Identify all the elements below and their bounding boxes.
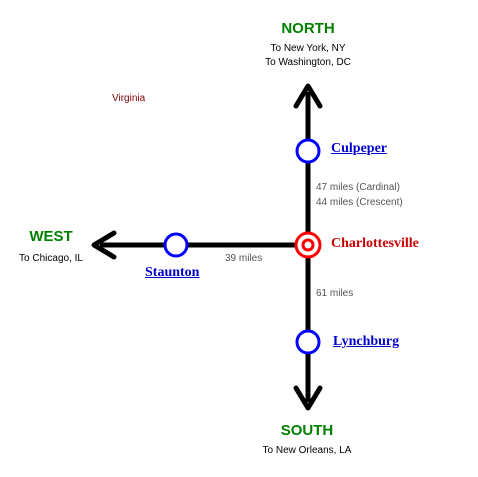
distance-south: 61 miles bbox=[316, 288, 354, 299]
distance-north-cardinal: 47 miles (Cardinal) bbox=[316, 182, 400, 193]
north-arrow-icon bbox=[293, 83, 323, 109]
lynchburg-link[interactable]: Lynchburg bbox=[333, 334, 400, 349]
staunton-link[interactable]: Staunton bbox=[145, 265, 200, 280]
distance-west: 39 miles bbox=[225, 253, 263, 264]
distance-north-crescent: 44 miles (Crescent) bbox=[316, 197, 403, 208]
culpeper-link[interactable]: Culpeper bbox=[331, 141, 387, 156]
region-label: Virginia bbox=[112, 93, 146, 104]
lynchburg-station-icon[interactable] bbox=[295, 329, 321, 355]
north-label: NORTH bbox=[281, 20, 335, 37]
south-arrow-icon bbox=[293, 385, 323, 411]
west-destination: To Chicago, IL bbox=[19, 253, 83, 264]
west-label: WEST bbox=[29, 228, 73, 245]
charlottesville-label: Charlottesville bbox=[331, 236, 419, 251]
south-label: SOUTH bbox=[280, 422, 334, 439]
culpeper-station-icon[interactable] bbox=[295, 138, 321, 164]
north-destination-1: To New York, NY bbox=[270, 43, 346, 54]
west-arrow-icon bbox=[91, 230, 117, 260]
staunton-station-icon[interactable] bbox=[163, 232, 189, 258]
north-destination-2: To Washington, DC bbox=[265, 57, 351, 68]
south-destination: To New Orleans, LA bbox=[262, 445, 352, 456]
charlottesville-hub-inner-icon bbox=[301, 238, 315, 252]
